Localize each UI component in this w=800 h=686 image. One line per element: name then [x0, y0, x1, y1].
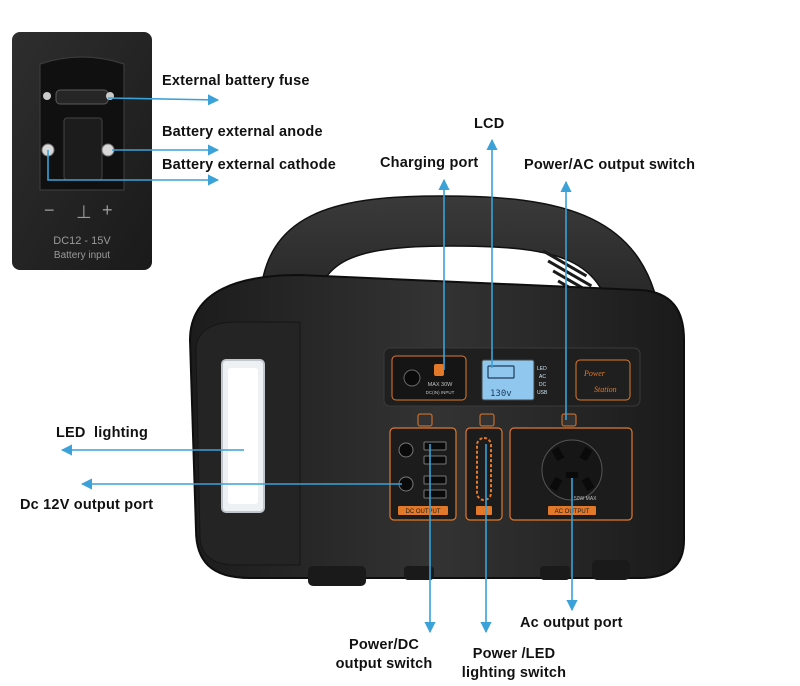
label-power-led-line2: lighting switch — [461, 665, 567, 681]
label-dc-12v-output-port: Dc 12V output port — [20, 497, 154, 513]
inset-input-text: Battery input — [54, 250, 110, 261]
inset-plus-symbol: + — [102, 200, 113, 220]
lcd-indicator-dc: DC — [539, 382, 547, 388]
battery-input-inset: − ⊥ + DC12 - 15V Battery input — [12, 32, 152, 270]
usb-port-2[interactable] — [423, 455, 447, 465]
dc-switch-button[interactable] — [417, 413, 433, 427]
inset-minus-symbol: − — [44, 200, 55, 220]
ac-switch-button[interactable] — [561, 413, 577, 427]
label-charging-port: Charging port — [380, 155, 479, 171]
label-led-lighting: LED lighting — [56, 425, 149, 441]
label-power-dc-line2: output switch — [335, 656, 433, 672]
label-power-led-lighting-switch: Power /LED lighting switch — [452, 645, 576, 683]
callout-cathode — [47, 150, 220, 186]
lcd-indicator-led: LED — [537, 366, 547, 372]
label-battery-external-cathode: Battery external cathode — [162, 157, 337, 173]
inset-voltage-text: DC12 - 15V — [53, 235, 111, 247]
label-power-ac-output-switch: Power/AC output switch — [524, 157, 696, 173]
panel-badge-line2: Station — [594, 385, 617, 394]
charging-port-subtext: DC(IN) INPUT — [426, 390, 455, 395]
lcd-indicator-usb: USB — [537, 390, 548, 396]
label-lcd: LCD — [474, 116, 505, 132]
panel-badge-line1: Power — [583, 369, 606, 378]
label-ac-output-port: Ac output port — [520, 615, 623, 631]
callout-fuse — [107, 94, 220, 106]
led-switch-button[interactable] — [479, 413, 495, 427]
power-station-body: MAX 30W DC(IN) INPUT 130v LED AC DC USB … — [188, 195, 685, 586]
label-external-battery-fuse: External battery fuse — [162, 73, 310, 89]
fuse-icon — [55, 89, 109, 105]
usb-port-3[interactable] — [423, 475, 447, 485]
led-section — [465, 427, 503, 521]
usb-port-1[interactable] — [423, 441, 447, 451]
ac-rating-text: 50W MAX — [574, 496, 597, 502]
dc-section-label: DC OUTPUT — [406, 509, 441, 515]
charging-port-text: MAX 30W — [428, 382, 454, 388]
dc-port-1[interactable] — [398, 442, 414, 458]
callout-lines — [47, 94, 578, 634]
lcd-indicator-ac: AC — [539, 374, 546, 380]
label-power-dc-line1: Power/DC — [348, 637, 420, 653]
label-power-led-line1: Power /LED — [472, 646, 556, 662]
usb-port-4[interactable] — [423, 489, 447, 499]
inset-ground-symbol: ⊥ — [76, 202, 92, 222]
lcd-screen — [481, 359, 535, 401]
label-battery-external-anode: Battery external anode — [162, 124, 323, 140]
lcd-readout: 130v — [490, 389, 512, 399]
charging-port-socket[interactable] — [403, 369, 421, 387]
label-power-dc-output-switch: Power/DC output switch — [326, 636, 442, 674]
